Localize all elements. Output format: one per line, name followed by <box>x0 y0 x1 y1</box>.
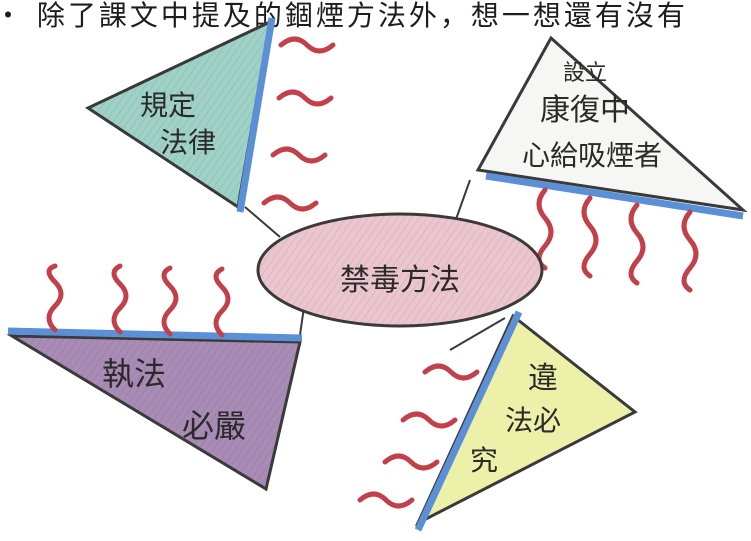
blue-edge-enforce <box>7 327 303 342</box>
label-punish-line3: 究 <box>470 444 498 477</box>
blue-edge-law <box>236 17 276 213</box>
center-label: 禁毒方法 <box>340 263 460 298</box>
label-rehab-line2: 康復中 <box>540 93 630 128</box>
triangle-rehab <box>475 35 748 213</box>
waves-punish <box>357 363 480 509</box>
topic-enforce: 執法 必嚴 <box>6 263 303 492</box>
center-node: 禁毒方法 <box>256 212 544 328</box>
topic-rehab: 設立 康復中 心給吸煙者 <box>475 35 748 293</box>
waves-rehab <box>536 187 699 293</box>
topic-punish: 違 法必 究 <box>357 310 638 532</box>
header-text: ‧ 除了課文中提及的錮煙方法外，想一想還有沒有 <box>0 0 688 32</box>
waves-enforce <box>46 263 231 338</box>
waves-law <box>261 36 336 212</box>
label-rehab-line3: 心給吸煙者 <box>522 139 662 172</box>
blue-edge-rehab <box>485 172 744 220</box>
label-law-line2: 法律 <box>160 126 216 159</box>
connector-lines <box>244 179 506 351</box>
topic-law: 規定 法律 <box>84 17 336 213</box>
label-punish-line1: 違 <box>528 361 558 396</box>
label-law-line1: 規定 <box>140 89 196 122</box>
label-rehab-line1: 設立 <box>563 61 607 86</box>
label-enforce-line2: 必嚴 <box>182 407 246 445</box>
blue-edge-punish <box>414 310 523 532</box>
label-enforce-line1: 執法 <box>102 355 166 393</box>
label-punish-line2: 法必 <box>505 404 561 437</box>
